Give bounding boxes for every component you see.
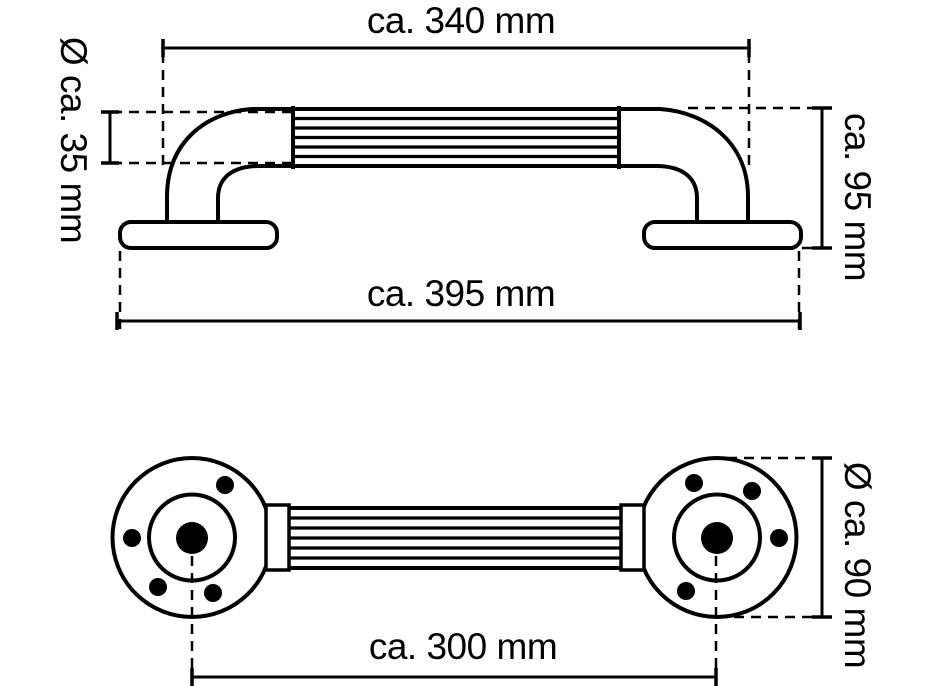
right-wall-plate <box>642 220 803 250</box>
left-wall-plate <box>118 220 279 250</box>
left-connector <box>264 503 291 572</box>
dimension-mounting-height: ca. 95 mm <box>688 106 878 281</box>
screw-hole <box>770 529 788 547</box>
screw-hole <box>216 476 234 494</box>
screw-hole <box>204 584 222 602</box>
plan-view: ca. 300 mm Ø ca. 90 mm <box>110 456 878 686</box>
dim-label-mounting-height: ca. 95 mm <box>837 113 878 281</box>
dimension-grip-length: ca. 340 mm <box>161 0 751 165</box>
grab-bar-plan <box>264 503 646 572</box>
left-elbow-outline <box>165 107 295 225</box>
grip-ribs-side <box>291 106 621 169</box>
dimension-overall-length: ca. 395 mm <box>115 251 802 333</box>
dim-label-flange-diameter: Ø ca. 90 mm <box>837 462 878 668</box>
right-connector <box>619 503 646 572</box>
right-elbow-outline <box>617 107 750 225</box>
screw-hole <box>149 578 167 596</box>
dim-label-grip-length: ca. 340 mm <box>367 0 555 41</box>
dim-label-tube-diameter: Ø ca. 35 mm <box>53 37 94 243</box>
grab-bar-side <box>118 106 803 250</box>
grip-ribs-plan <box>289 506 621 570</box>
screw-hole <box>123 529 141 547</box>
dimension-hole-center-distance: ca. 300 mm <box>190 556 718 686</box>
dim-label-hole-center-distance: ca. 300 mm <box>369 626 557 667</box>
screw-hole <box>677 582 695 600</box>
screw-hole <box>743 482 761 500</box>
side-view: ca. 340 mm Ø ca. 35 mm ca. 95 mm <box>53 0 878 333</box>
dim-label-overall-length: ca. 395 mm <box>367 273 555 314</box>
left-flange-center-hole <box>176 522 208 554</box>
screw-hole <box>685 474 703 492</box>
dimension-flange-diameter: Ø ca. 90 mm <box>717 456 878 668</box>
dimension-tube-diameter: Ø ca. 35 mm <box>53 37 291 243</box>
left-flange <box>110 456 274 619</box>
right-flange-center-hole <box>701 522 733 554</box>
